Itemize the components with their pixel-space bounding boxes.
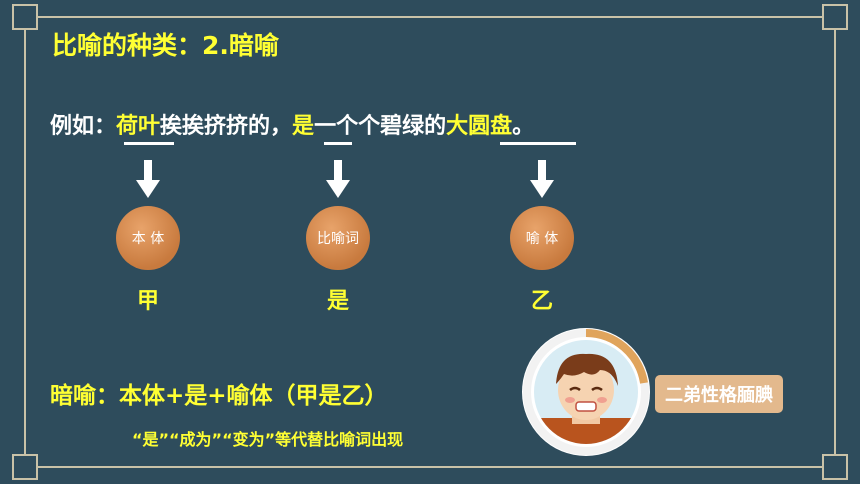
boy-face-icon [534, 340, 638, 444]
character-avatar [522, 328, 650, 456]
example-end: 。 [512, 114, 535, 139]
underline-tenor [124, 142, 174, 145]
slide-title: 比喻的种类：2.暗喻 [52, 31, 279, 60]
down-arrow-icon [326, 160, 350, 198]
example-tenor: 荷叶 [116, 114, 161, 139]
underline-vehicle [500, 142, 576, 145]
vehicle-circle: 喻 体 [510, 206, 574, 270]
vehicle-letter: 乙 [531, 289, 554, 314]
frame-corner [822, 4, 848, 30]
avatar-ring [523, 329, 649, 455]
underline-verb [324, 142, 352, 145]
metaphor-word-letter: 是 [327, 289, 350, 314]
example-text: 挨挨挤挤的， [160, 114, 293, 139]
tenor-circle: 本 体 [116, 206, 180, 270]
example-sentence: 例如：荷叶挨挨挤挤的，是一个个碧绿的大圆盘。 [50, 108, 534, 140]
example-prefix: 例如： [50, 114, 117, 139]
metaphor-word-circle: 比喻词 [306, 206, 370, 270]
example-vehicle: 大圆盘 [446, 114, 513, 139]
down-arrow-icon [136, 160, 160, 198]
down-arrow-icon [530, 160, 554, 198]
character-nameplate: 二弟性格腼腆 [655, 375, 783, 413]
frame-corner [12, 4, 38, 30]
example-text: 一个个碧绿的 [314, 114, 447, 139]
tenor-letter: 甲 [137, 289, 160, 314]
note-text: “是”“成为”“变为”等代替比喻词出现 [132, 430, 404, 449]
frame-corner [822, 454, 848, 480]
frame-corner [12, 454, 38, 480]
example-metaphor-word: 是 [292, 114, 315, 139]
decorative-frame [24, 16, 836, 468]
formula-text: 暗喻：本体+是+喻体（甲是乙） [50, 383, 388, 409]
